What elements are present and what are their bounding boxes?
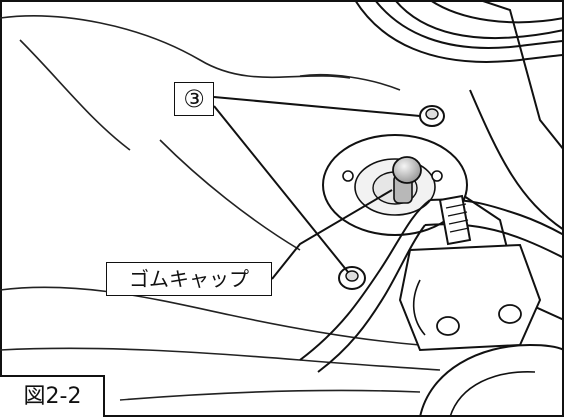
lower-bracket bbox=[398, 243, 542, 352]
rubber-cap bbox=[392, 156, 422, 204]
figure-number-label: 図2-2 bbox=[0, 375, 105, 417]
body-panel-contours bbox=[0, 15, 441, 401]
part-marker-label: ③ bbox=[174, 82, 214, 116]
leader-rubber-cap bbox=[271, 189, 393, 280]
rubber-cap-label: ゴムキャップ bbox=[106, 262, 272, 296]
leader-lines bbox=[213, 96, 421, 280]
upper-hose bbox=[354, 0, 564, 63]
lower-housing bbox=[419, 343, 564, 417]
leader-part-marker-upper bbox=[213, 96, 421, 117]
bolt-lower bbox=[338, 266, 366, 290]
hose-clamp bbox=[438, 194, 472, 246]
leader-part-marker-lower bbox=[213, 105, 349, 273]
bolt-upper bbox=[419, 105, 445, 127]
